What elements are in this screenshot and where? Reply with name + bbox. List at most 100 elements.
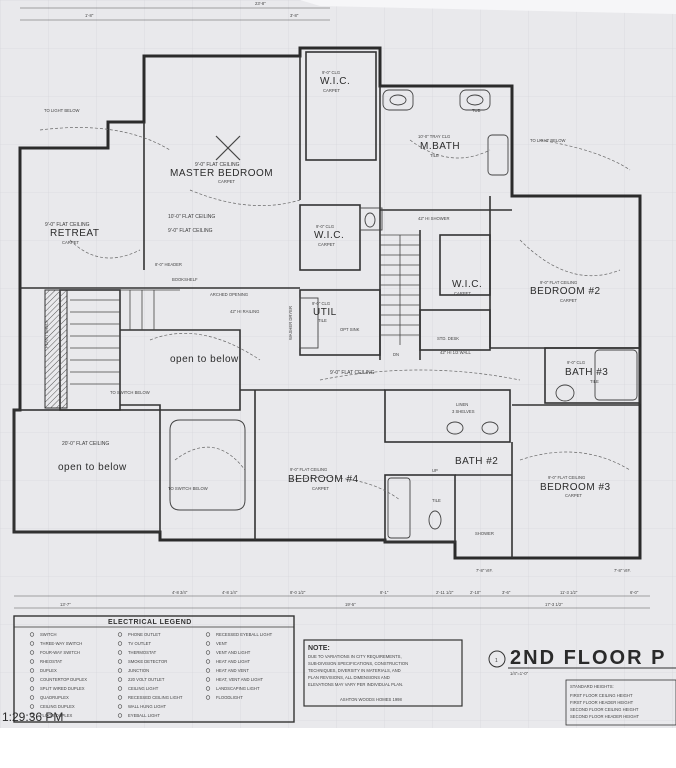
legend-item: CEILING LIGHT: [128, 686, 159, 691]
note-box: NOTE: DUE TO VARIATIONS IN CITY REQUIREM…: [303, 639, 463, 707]
legend-item: HEAT, VENT AND LIGHT: [216, 677, 264, 682]
plumbing-fixtures: [299, 89, 638, 539]
legend-item: DUPLEX: [40, 668, 57, 673]
dim-bottom-5: 2'-11 1/2": [436, 590, 454, 595]
legend-symbol-icon: [205, 686, 211, 691]
note-arched-opening: ARCHED OPENING: [210, 292, 248, 297]
note-line-4: PLAN REVISIONS, ALL DIMENSIONS AND: [308, 675, 390, 680]
legend-item: VENT: [216, 641, 228, 646]
room-bath-2: BATH #2: [455, 456, 498, 467]
legend-symbol-icon: [29, 677, 35, 682]
dim-bottom-4: 8'-1": [380, 590, 389, 595]
master-ceiling-fan-x: [215, 135, 241, 161]
dim-bottom-3: 8'-0 1/2": [290, 590, 306, 595]
dim-top-2: 1'-8": [85, 13, 94, 18]
legend-symbol-icon: [29, 632, 35, 637]
legend-item: THREE-WAY SWITCH: [40, 641, 82, 646]
note-tub: TUB: [472, 108, 481, 113]
legend-item: TV OUTLET: [128, 641, 151, 646]
legend-item: CEILING DUPLEX: [40, 704, 75, 709]
legend-item: HEAT AND LIGHT: [216, 659, 250, 664]
room-open-to-below-lower: open to below: [58, 462, 127, 473]
photo-bottom-edge: [0, 728, 676, 768]
legend-item: FLOOR DUPLEX: [40, 713, 73, 718]
mbath-finish: TILE: [430, 153, 439, 158]
bedroom4-ceiling: 9'-0" FLAT CEILING: [290, 467, 327, 472]
legend-symbol-icon: [117, 650, 123, 655]
legend-symbol-icon: [117, 632, 123, 637]
bedroom4-finish: CARPET: [312, 486, 329, 491]
wic2-ceiling: 9'-0" CLG: [316, 224, 334, 229]
bedroom3-finish: CARPET: [565, 493, 582, 498]
legend-item: WALL HUNG LIGHT: [128, 704, 167, 709]
mbath-ceiling: 10'-0" TRAY CLG: [418, 134, 450, 139]
dim-bottom-7: 3'-6": [502, 590, 511, 595]
master-ceiling-3: 9'-0" FLAT CEILING: [168, 228, 213, 234]
legend-item: SWITCH: [40, 632, 57, 637]
note-to-light-below-1: TO LIGHT BELOW: [44, 108, 79, 113]
room-master-bedroom: MASTER BEDROOM: [170, 168, 273, 179]
wic1-finish: CARPET: [323, 88, 340, 93]
plant-shelf-hatch: [44, 289, 68, 409]
legend-item: JUNCTION: [128, 668, 149, 673]
legend-item: SPLIT WIRED DUPLEX: [40, 686, 85, 691]
open-lower-ceiling: 20'-0" FLAT CEILING: [62, 441, 109, 447]
note-plant-shelf: PLANT SHELF: [44, 319, 49, 348]
legend-item: COUNTERTOP DUPLEX: [40, 677, 87, 682]
legend-symbol-icon: [205, 695, 211, 700]
legend-item: RECESSED EYEBALL LIGHT: [216, 632, 273, 637]
note-carpet-shower: SHOWER: [475, 531, 494, 536]
height-row-3: SECOND FLOOR CEILING HEIGHT: [570, 707, 639, 712]
height-row-2: FIRST FLOOR HEADER HEIGHT: [570, 700, 634, 705]
legend-symbol-icon: [205, 677, 211, 682]
linen-extra: 3 SHELVES: [452, 409, 475, 414]
room-wic-1: W.I.C.: [320, 76, 350, 87]
legend-symbol-icon: [205, 632, 211, 637]
room-std-desk: STD. DESK: [437, 336, 459, 341]
room-wic-3: W.I.C.: [452, 279, 482, 290]
legend-item: RHEOSTAT: [40, 659, 63, 664]
note-to-switch-below-2: TO SWITCH BELOW: [168, 486, 208, 491]
retreat-ceiling: 9'-0" FLAT CEILING: [45, 222, 90, 228]
dim-bottom-1: 4'-8 3/4": [172, 590, 188, 595]
legend-symbol-icon: [205, 668, 211, 673]
retreat-finish: CARPET: [62, 240, 79, 245]
master-finish: CARPET: [218, 179, 235, 184]
room-bedroom-2: BEDROOM #2: [530, 286, 601, 297]
dim-right-small-1: 7'-8" VIF.: [614, 568, 631, 573]
room-retreat: RETREAT: [50, 228, 99, 239]
wic2-finish: CARPET: [318, 242, 335, 247]
note-flat-ceiling-hall: 9'-0" FLAT CEILING: [330, 370, 375, 376]
legend-symbol-icon: [117, 659, 123, 664]
dim-bottom-2: 4'-8 1/4": [222, 590, 238, 595]
legend-item: RECESSED CEILING LIGHT: [128, 695, 183, 700]
dim-bottom-small-1: 7'-8" VIF.: [476, 568, 493, 573]
note-line-2: SUB-DIVISION SPECIFICATIONS, CONSTRUCTIO…: [308, 661, 408, 666]
legend-title: ELECTRICAL LEGEND: [108, 619, 192, 626]
note-dn: DN: [393, 352, 399, 357]
dim-bottom-row2-2: 19'-5": [345, 602, 356, 607]
legend-symbol-icon: [117, 686, 123, 691]
electrical-wiring-arcs: [39, 127, 631, 501]
room-bath-3: BATH #3: [565, 367, 608, 378]
staircase-main: [380, 234, 420, 345]
legend-item: SMOKE DETECTOR: [128, 659, 167, 664]
electrical-legend: ELECTRICAL LEGEND SWITCH THREE-WAY SWITCH…: [13, 615, 295, 723]
height-row-1: FIRST FLOOR CEILING HEIGHT: [570, 693, 633, 698]
interior-walls: [13, 51, 641, 558]
legend-symbol-icon: [117, 641, 123, 646]
legend-item: QUADRUPLEX: [40, 695, 69, 700]
room-bedroom-3: BEDROOM #3: [540, 482, 611, 493]
drawing-scale: 1/4"=1'-0": [510, 671, 529, 676]
note-washer-dryer: WASHER DRYER: [288, 306, 293, 340]
legend-symbol-icon: [117, 713, 123, 718]
dim-top-3: 3'-8": [290, 13, 299, 18]
room-master-bath: M.BATH: [420, 141, 460, 152]
legend-symbol-icon: [117, 695, 123, 700]
note-line-1: DUE TO VARIATIONS IN CITY REQUIREMENTS,: [308, 654, 402, 659]
room-linen: LINEN: [456, 402, 468, 407]
master-ceiling-2: 10'-0" FLAT CEILING: [168, 214, 215, 220]
legend-symbol-icon: [117, 668, 123, 673]
